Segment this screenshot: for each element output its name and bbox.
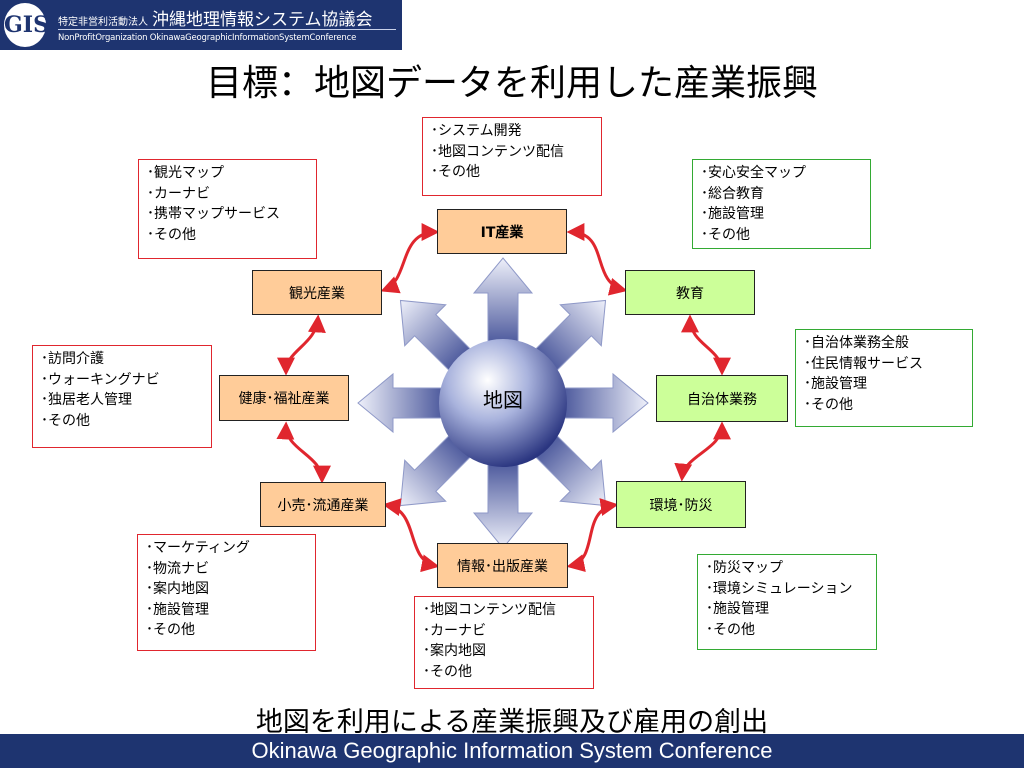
- node-tourism-industry: 観光産業: [252, 270, 382, 315]
- note-item: ･施設管理: [701, 206, 764, 222]
- note-item: ･地図コンテンツ配信: [423, 602, 556, 618]
- note-item: ･物流ナビ: [146, 560, 209, 577]
- note-item: ･防災マップ: [706, 560, 783, 576]
- node-environment-disaster: 環境･防災: [616, 481, 746, 528]
- organization-banner: GIS 特定非営利活動法人沖縄地理情報システム協議会 NonProfitOrga…: [0, 0, 402, 50]
- note-item: ･その他: [431, 164, 480, 180]
- note-item: ･その他: [41, 412, 90, 429]
- connector-retail-health: [276, 421, 331, 484]
- connector-health-tourism: [277, 314, 326, 376]
- slide-title: 目標：地図データを利用した産業振興: [205, 63, 818, 104]
- note-item: ･総合教育: [701, 185, 764, 202]
- note-tourism: ･観光マップ ･カーナビ ･携帯マップサービス ･その他: [138, 159, 317, 259]
- node-retail-industry: 小売･流通産業: [260, 482, 386, 527]
- note-item: ･その他: [423, 663, 472, 680]
- radial-arrow-down: [472, 452, 534, 549]
- connector-environment-publishing: [566, 498, 619, 572]
- organization-name-text: 沖縄地理情報システム協議会: [152, 10, 373, 30]
- radial-arrow-up: [472, 257, 534, 354]
- note-item: ･その他: [146, 622, 195, 638]
- connector-publishing-retail: [382, 498, 440, 573]
- note-item: ･その他: [804, 396, 853, 413]
- note-item: ･施設管理: [804, 376, 867, 392]
- radial-arrow-right: [552, 372, 649, 434]
- note-item: ･携帯マップサービス: [147, 206, 280, 222]
- node-publishing-industry: 情報･出版産業: [437, 543, 568, 588]
- connector-localgov-environment: [674, 421, 731, 482]
- note-item: ･地図コンテンツ配信: [431, 143, 564, 160]
- note-environment: ･防災マップ ･環境シミュレーション ･施設管理 ･その他: [697, 554, 877, 650]
- connector-it-education: [566, 223, 628, 296]
- note-it: ･システム開発 ･地図コンテンツ配信 ･その他: [422, 117, 602, 196]
- note-item: ･訪問介護: [41, 351, 104, 367]
- center-map-label: 地図: [483, 388, 523, 412]
- note-education: ･安心安全マップ ･総合教育 ･施設管理 ･その他: [692, 159, 871, 249]
- note-item: ･環境シミュレーション: [706, 580, 853, 597]
- note-item: ･住民情報サービス: [804, 355, 923, 372]
- banner-divider: [58, 29, 396, 30]
- note-item: ･施設管理: [706, 601, 769, 617]
- footer-banner: Okinawa Geographic Information System Co…: [0, 734, 1024, 768]
- organization-prefix: 特定非営利活動法人: [58, 17, 148, 28]
- red-connectors: [276, 223, 731, 573]
- note-publishing: ･地図コンテンツ配信 ･カーナビ ･案内地図 ･その他: [414, 596, 594, 689]
- organization-name: 特定非営利活動法人沖縄地理情報システム協議会: [58, 5, 373, 30]
- note-retail: ･マーケティング ･物流ナビ ･案内地図 ･施設管理 ･その他: [137, 534, 316, 651]
- gis-logo: GIS: [4, 3, 49, 47]
- organization-english-name: NonProfitOrganization OkinawaGeographicI…: [58, 33, 357, 43]
- note-item: ･施設管理: [146, 601, 209, 618]
- map-sphere: [439, 339, 567, 467]
- note-item: ･自治体業務全般: [804, 335, 909, 351]
- connector-education-localgov: [681, 314, 731, 376]
- note-item: ･その他: [701, 226, 750, 243]
- note-item: ･安心安全マップ: [701, 165, 806, 181]
- note-item: ･その他: [706, 621, 755, 638]
- note-item: ･その他: [147, 226, 196, 243]
- radial-arrow-left: [357, 372, 454, 434]
- note-item: ･案内地図: [146, 581, 209, 597]
- connector-tourism-it: [380, 223, 440, 294]
- note-item: ･カーナビ: [147, 185, 210, 202]
- node-education: 教育: [625, 270, 755, 315]
- node-health-welfare-industry: 健康･福祉産業: [219, 375, 349, 421]
- note-item: ･案内地図: [423, 643, 486, 659]
- slide-subtitle: 地図を利用による産業振興及び雇用の創出: [255, 707, 769, 738]
- note-item: ･システム開発: [431, 123, 522, 139]
- note-health: ･訪問介護 ･ウォーキングナビ ･独居老人管理 ･その他: [32, 345, 212, 448]
- note-item: ･ウォーキングナビ: [41, 371, 160, 388]
- node-local-government: 自治体業務: [656, 375, 788, 422]
- note-item: ･マーケティング: [146, 540, 250, 556]
- note-item: ･カーナビ: [423, 622, 486, 639]
- note-item: ･観光マップ: [147, 165, 224, 181]
- note-local-government: ･自治体業務全般 ･住民情報サービス ･施設管理 ･その他: [795, 329, 973, 427]
- note-item: ･独居老人管理: [41, 392, 132, 408]
- node-it-industry: IT産業: [437, 209, 567, 254]
